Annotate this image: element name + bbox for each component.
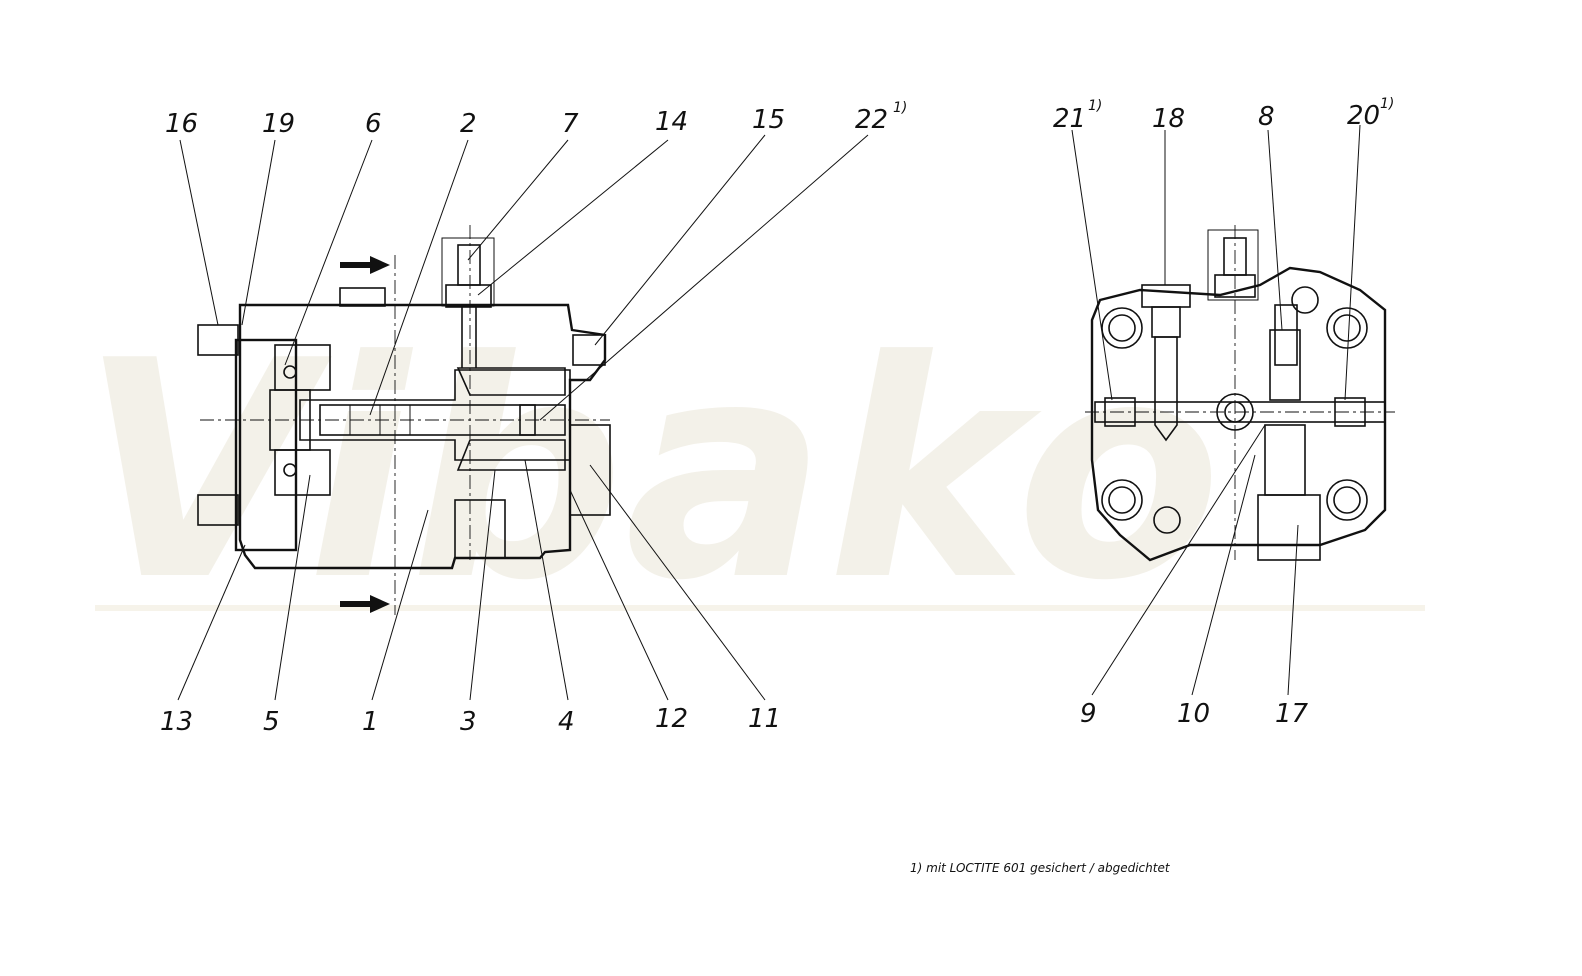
label-4: 4 bbox=[558, 707, 575, 737]
plug bbox=[572, 334, 606, 366]
valve-block bbox=[1090, 266, 1387, 562]
fitting-box bbox=[441, 237, 495, 307]
rotor-housing bbox=[456, 367, 566, 396]
label-13: 13 bbox=[160, 707, 193, 737]
right-top-labels: 21 1) 18 8 20 1) bbox=[1053, 96, 1394, 134]
label-10: 10 bbox=[1177, 699, 1210, 729]
left-leaders bbox=[177, 134, 869, 701]
screw-bore bbox=[1154, 336, 1178, 442]
label-16: 16 bbox=[165, 109, 198, 139]
end-cap bbox=[569, 424, 611, 516]
top-fitting-box bbox=[1207, 229, 1259, 301]
section-arrow-bottom bbox=[340, 595, 390, 613]
stud-bottom bbox=[197, 494, 239, 526]
bolt-holes bbox=[1101, 286, 1368, 534]
top-boss bbox=[339, 287, 386, 307]
label-12: 12 bbox=[655, 704, 688, 734]
label-21: 21 bbox=[1053, 104, 1086, 134]
right-leaders bbox=[1071, 124, 1361, 696]
footnote: 1) mit LOCTITE 601 gesichert / abgedicht… bbox=[910, 861, 1171, 875]
watermark: Vibako bbox=[80, 297, 1222, 646]
label-2: 2 bbox=[460, 109, 477, 139]
front-flange bbox=[234, 338, 298, 552]
left-section-view bbox=[197, 225, 611, 615]
label-22: 22 bbox=[855, 105, 888, 135]
bottom-port bbox=[454, 499, 506, 559]
label-20: 20 bbox=[1347, 101, 1380, 131]
label-11: 11 bbox=[748, 704, 781, 734]
rotor-housing-lower bbox=[456, 439, 566, 471]
valve-upper bbox=[1269, 329, 1301, 401]
label-21-sup: 1) bbox=[1088, 98, 1102, 114]
housing-body bbox=[238, 303, 607, 570]
right-bottom-labels: 9 10 17 bbox=[1080, 699, 1309, 729]
label-17: 17 bbox=[1275, 699, 1309, 729]
watermark-underline bbox=[95, 605, 1425, 611]
section-arrow-top bbox=[340, 256, 390, 274]
label-20-sup: 1) bbox=[1380, 96, 1394, 112]
label-22-sup: 1) bbox=[893, 100, 907, 116]
label-6: 6 bbox=[365, 109, 382, 139]
label-5: 5 bbox=[263, 707, 280, 737]
fitting-stem bbox=[457, 244, 481, 286]
label-14: 14 bbox=[655, 107, 688, 137]
label-9: 9 bbox=[1080, 699, 1097, 729]
label-7: 7 bbox=[562, 109, 579, 139]
label-18: 18 bbox=[1152, 104, 1185, 134]
left-top-labels: 16 19 6 2 7 14 15 22 1) bbox=[165, 100, 907, 139]
valve-insert bbox=[1274, 304, 1298, 366]
right-cross-section-view bbox=[1085, 225, 1395, 562]
label-8: 8 bbox=[1258, 102, 1275, 132]
label-1: 1 bbox=[362, 707, 379, 737]
left-bottom-labels: 13 5 1 3 4 12 11 bbox=[160, 704, 781, 737]
label-19: 19 bbox=[262, 109, 295, 139]
label-3: 3 bbox=[460, 707, 477, 737]
bottom-fitting bbox=[1257, 494, 1321, 561]
valve-lower bbox=[1264, 424, 1306, 496]
label-15: 15 bbox=[752, 105, 785, 135]
